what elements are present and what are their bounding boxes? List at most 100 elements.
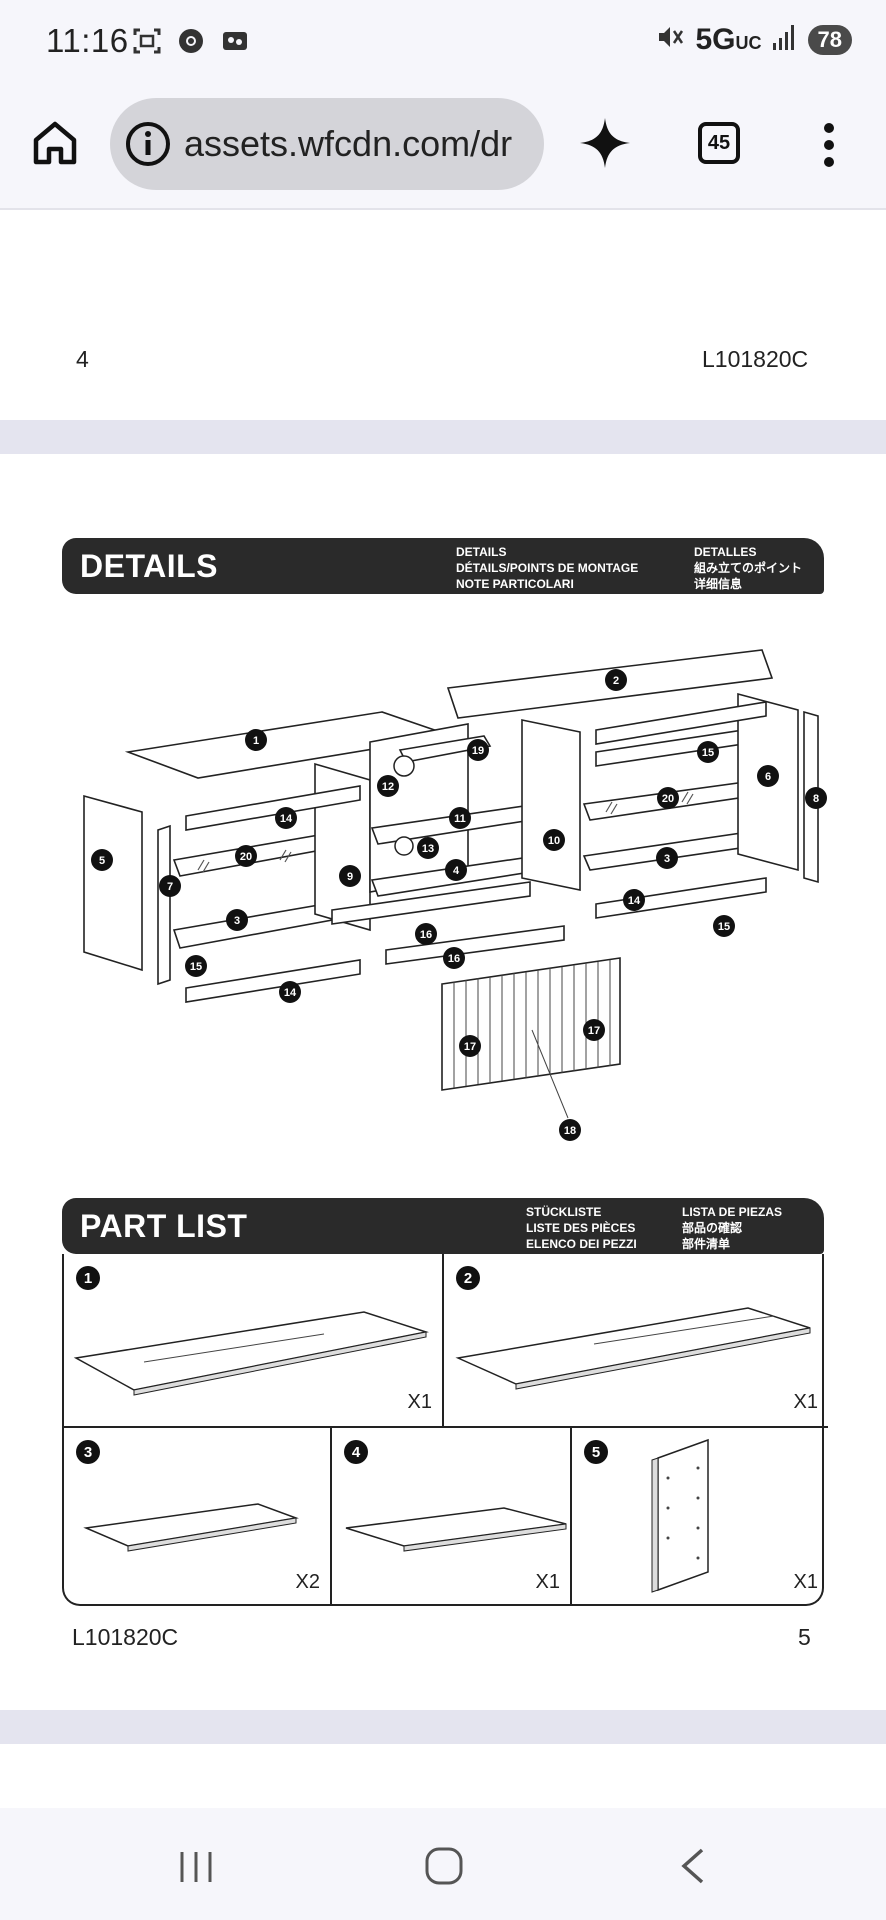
details-banner: DETAILS DETAILS DÉTAILS/POINTS DE MONTAG… [62,538,824,594]
callout: 18 [559,1119,581,1141]
callout: 6 [757,765,779,787]
callout: 14 [279,981,301,1003]
part-illustration [455,1307,811,1390]
app-notification-icon [220,26,250,56]
svg-text:20: 20 [240,851,252,863]
details-translations-1: DETAILS DÉTAILS/POINTS DE MONTAGE NOTE P… [456,545,639,591]
system-navigation-bar [0,1808,886,1920]
callout: 11 [449,807,471,829]
svg-text:14: 14 [280,813,293,825]
callout: 16 [415,923,437,945]
notification-icons [132,26,250,56]
callout: 15 [185,955,207,977]
part-list-table: 1 X1 2 X1 3 X2 4 [62,1254,828,1606]
part-cell-3: 3 X2 [64,1428,332,1606]
back-icon [681,1848,704,1884]
callout: 17 [583,1019,605,1041]
svg-text:14: 14 [284,987,297,999]
page-separator [0,1710,886,1744]
recent-apps-button[interactable] [174,1844,218,1888]
part-quantity: X1 [793,1571,818,1593]
home-nav-button[interactable] [422,1844,466,1888]
svg-text:2: 2 [613,675,619,687]
svg-text:13: 13 [422,843,434,855]
svg-text:18: 18 [564,1125,576,1137]
part-cell-4: 4 X1 [332,1428,572,1606]
part-cell-2: 2 X1 [444,1254,828,1428]
svg-text:16: 16 [448,953,460,965]
svg-text:11: 11 [454,813,466,825]
system-status: 5GUC 78 [655,22,852,57]
page-separator [0,420,886,454]
svg-text:12: 12 [382,781,394,793]
svg-text:20: 20 [662,793,674,805]
callout: 20 [657,787,679,809]
svg-text:14: 14 [628,895,641,907]
exploded-assembly-diagram: 1 2 3 3 4 5 6 7 8 9 10 11 12 13 14 14 14… [70,640,830,1141]
part-quantity: X1 [793,1391,818,1413]
assembly-drawing: 1 2 3 3 4 5 6 7 8 9 10 11 12 13 14 14 14… [83,649,827,1141]
details-translations-2: DETALLES 組み立てのポイント 详细信息 [694,545,803,591]
part-quantity: X1 [407,1391,432,1413]
recents-icon [180,1852,212,1882]
site-info-icon[interactable] [124,120,172,168]
svg-text:8: 8 [813,793,819,805]
page-number: 4 [76,346,89,372]
svg-text:3: 3 [234,915,240,927]
callout: 1 [245,729,267,751]
status-time: 11:16 [46,22,129,59]
part-illustration [83,1503,299,1552]
home-icon [33,121,77,165]
model-code: L101820C [72,1624,179,1650]
part-list-title: PART LIST [80,1208,248,1244]
part-number: 2 [456,1266,480,1290]
part-illustration [73,1311,429,1396]
svg-text:9: 9 [347,871,353,883]
part-quantity: X2 [295,1571,320,1593]
overflow-menu-button[interactable] [818,120,840,170]
screenshot-icon [132,26,162,56]
ai-assistant-button[interactable] [578,116,632,170]
battery-indicator: 78 [807,24,852,55]
part-number: 3 [76,1440,100,1464]
back-button[interactable] [672,1844,716,1888]
callout: 2 [605,669,627,691]
svg-text:7: 7 [167,881,173,893]
part-cell-5: 5 X1 [572,1428,828,1606]
callout: 19 [467,739,489,761]
part-list-banner: PART LIST STÜCKLISTE LISTE DES PIÈCES EL… [62,1198,824,1254]
details-title: DETAILS [80,548,219,584]
callout: 12 [377,775,399,797]
network-type: 5GUC [695,22,762,56]
svg-text:1: 1 [253,735,259,747]
svg-text:16: 16 [420,929,432,941]
callout: 20 [235,845,257,867]
callout: 3 [656,847,678,869]
callout: 10 [543,829,565,851]
browser-toolbar: assets.wfcdn.com/dr 45 [0,84,886,210]
home-button[interactable] [30,118,80,168]
more-vert-icon [824,123,834,167]
part-list-translations-2: LISTA DE PIEZAS 部品の確認 部件清单 [682,1205,783,1251]
callout: 14 [275,807,297,829]
tab-switcher-button[interactable]: 45 [698,122,740,164]
part-cell-1: 1 X1 [64,1254,444,1428]
part-quantity: X1 [535,1571,560,1593]
svg-text:17: 17 [588,1025,600,1037]
svg-text:15: 15 [190,961,202,973]
callout: 14 [623,889,645,911]
svg-text:6: 6 [765,771,771,783]
home-circle-icon [425,1847,463,1885]
callout: 9 [339,865,361,887]
signal-icon [772,23,798,56]
sparkle-icon [580,118,630,168]
page-number: 5 [798,1624,811,1650]
callout: 4 [445,859,467,881]
svg-text:4: 4 [453,865,460,877]
callout: 13 [417,837,439,859]
address-bar[interactable]: assets.wfcdn.com/dr [110,98,544,190]
model-code: L101820C [702,346,809,372]
svg-text:10: 10 [548,835,560,847]
svg-text:19: 19 [472,745,484,757]
part-number: 1 [76,1266,100,1290]
